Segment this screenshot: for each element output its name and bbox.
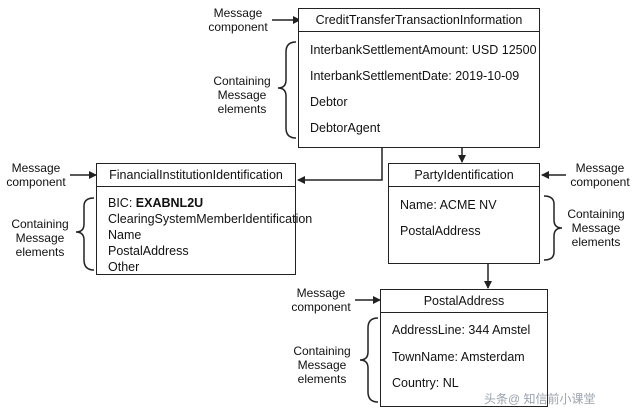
label-containing-party: Containing Message elements — [564, 207, 628, 249]
label-message-component-party: Message component — [568, 161, 632, 189]
label-line: elements — [217, 102, 267, 116]
label-line: Containing — [213, 74, 271, 88]
field-interbank-amount: InterbankSettlementAmount: USD 12500 — [310, 43, 537, 57]
label-line: Containing — [293, 344, 351, 358]
field-bic-label: BIC: — [108, 196, 136, 210]
credit-transfer-box: CreditTransferTransactionInformation — [298, 8, 540, 148]
label-line: component — [6, 175, 66, 189]
brace-fii — [75, 197, 95, 271]
label-line: component — [208, 20, 268, 34]
label-line: Containing — [11, 217, 69, 231]
label-message-component-fii: Message component — [4, 161, 68, 189]
field-bic-value: EXABNL2U — [135, 196, 204, 210]
label-line: Message — [571, 221, 621, 235]
brace-postal — [359, 317, 379, 403]
financial-institution-header: FinancialInstitutionIdentification — [97, 164, 295, 187]
label-line: Message — [575, 161, 625, 175]
field-town-name: TownName: Amsterdam — [392, 350, 525, 364]
field-party-name: Name: ACME NV — [400, 198, 497, 212]
financial-institution-box: FinancialInstitutionIdentification — [96, 163, 296, 275]
label-line: Message — [15, 231, 65, 245]
field-bic: BIC: EXABNL2U — [108, 196, 203, 210]
brace-party — [543, 195, 563, 261]
label-message-component-postal: Message component — [289, 286, 353, 314]
label-line: Message — [11, 161, 61, 175]
label-line: elements — [571, 235, 621, 249]
label-line: component — [291, 300, 351, 314]
watermark: 头条@ 知信前小课堂 — [484, 392, 596, 406]
label-message-component-ctti: Message component — [206, 6, 270, 34]
brace-ctti — [277, 41, 297, 139]
label-line: elements — [15, 245, 65, 259]
party-identification-box: PartyIdentification — [388, 163, 540, 264]
label-line: Message — [217, 88, 267, 102]
credit-transfer-header: CreditTransferTransactionInformation — [299, 9, 539, 32]
field-clearing-system: ClearingSystemMemberIdentification — [108, 212, 313, 226]
label-line: Containing — [567, 207, 625, 221]
label-containing-postal: Containing Message elements — [290, 344, 354, 386]
field-address-line: AddressLine: 344 Amstel — [392, 323, 531, 337]
field-fi-other: Other — [108, 260, 140, 274]
label-line: Message — [296, 286, 346, 300]
label-line: elements — [297, 372, 347, 386]
label-containing-fii: Containing Message elements — [8, 217, 72, 259]
party-identification-header: PartyIdentification — [389, 164, 539, 187]
label-containing-ctti: Containing Message elements — [210, 74, 274, 116]
field-country: Country: NL — [392, 376, 459, 390]
field-debtor-agent: DebtorAgent — [310, 121, 381, 135]
postal-address-header: PostalAddress — [381, 290, 547, 313]
postal-address-box: PostalAddress — [380, 289, 548, 407]
field-interbank-date: InterbankSettlementDate: 2019-10-09 — [310, 69, 520, 83]
label-line: component — [570, 175, 630, 189]
field-party-postal-address: PostalAddress — [400, 224, 481, 238]
field-debtor: Debtor — [310, 95, 348, 109]
label-line: Message — [213, 6, 263, 20]
label-line: Message — [297, 358, 347, 372]
field-fi-postal-address: PostalAddress — [108, 244, 189, 258]
field-fi-name: Name — [108, 228, 142, 242]
